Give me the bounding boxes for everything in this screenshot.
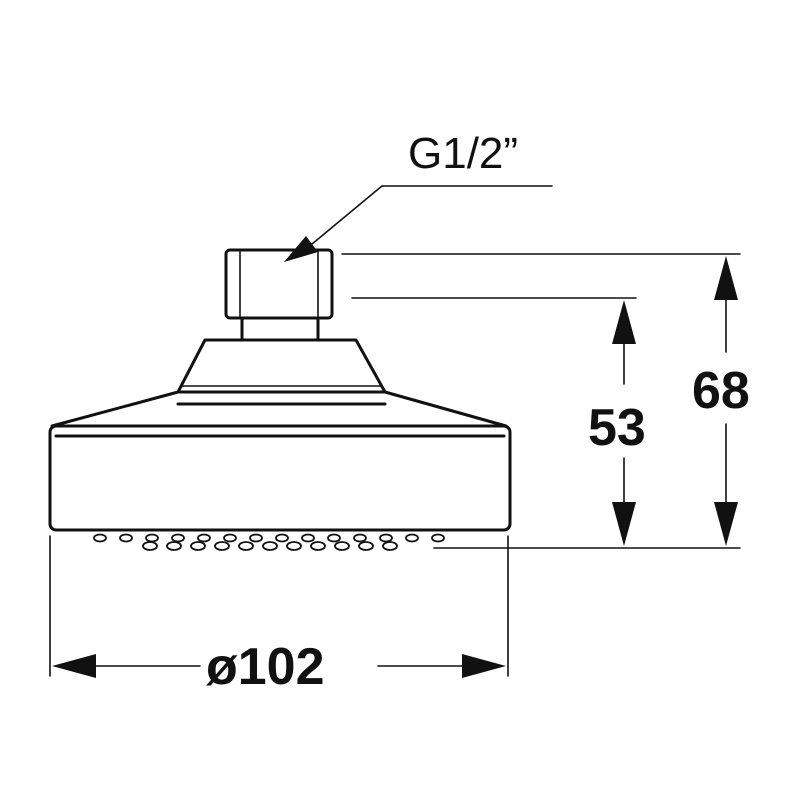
arrow-down-68 (714, 502, 738, 546)
nozzle (142, 541, 158, 551)
arrow-up-68 (714, 256, 738, 300)
nozzle (238, 541, 254, 551)
nozzle (119, 533, 133, 543)
nozzle (171, 533, 185, 543)
nozzle (334, 541, 350, 551)
nozzle (358, 541, 374, 551)
dimension-diameter (49, 535, 509, 678)
nozzle (286, 541, 302, 551)
arrow-left-diameter (52, 654, 96, 678)
nozzle (379, 533, 393, 543)
nozzle (93, 533, 107, 543)
arrow-right-diameter (462, 654, 506, 678)
dimension-68 (714, 256, 738, 546)
nozzle (223, 533, 237, 543)
thread-size-label: G1/2” (408, 129, 518, 178)
conical-neck (176, 338, 387, 394)
dimension-53 (612, 300, 636, 546)
nozzle (145, 533, 159, 543)
height-53-label: 53 (588, 399, 646, 457)
nozzle (249, 533, 263, 543)
nozzle (327, 533, 341, 543)
nozzle (214, 541, 230, 551)
nozzle (310, 541, 326, 551)
nozzle (431, 533, 445, 543)
nozzle (262, 541, 278, 551)
head-body (48, 424, 512, 532)
nozzle (353, 533, 367, 543)
arrow-down-53 (612, 502, 636, 546)
spray-nozzles (93, 533, 445, 551)
nozzle (405, 533, 419, 543)
nozzle (190, 541, 206, 551)
head-shoulder (50, 390, 508, 428)
thread-leader (284, 185, 553, 262)
nozzle (301, 533, 315, 543)
thread-connector (224, 248, 334, 342)
height-extension-lines (341, 253, 741, 549)
nozzle (166, 541, 182, 551)
arrow-up-53 (612, 300, 636, 344)
diameter-label: ø102 (206, 638, 325, 696)
nozzle (382, 541, 398, 551)
leader-arrowhead (284, 236, 318, 262)
nozzle (197, 533, 211, 543)
nozzle (275, 533, 289, 543)
height-68-label: 68 (692, 362, 750, 420)
